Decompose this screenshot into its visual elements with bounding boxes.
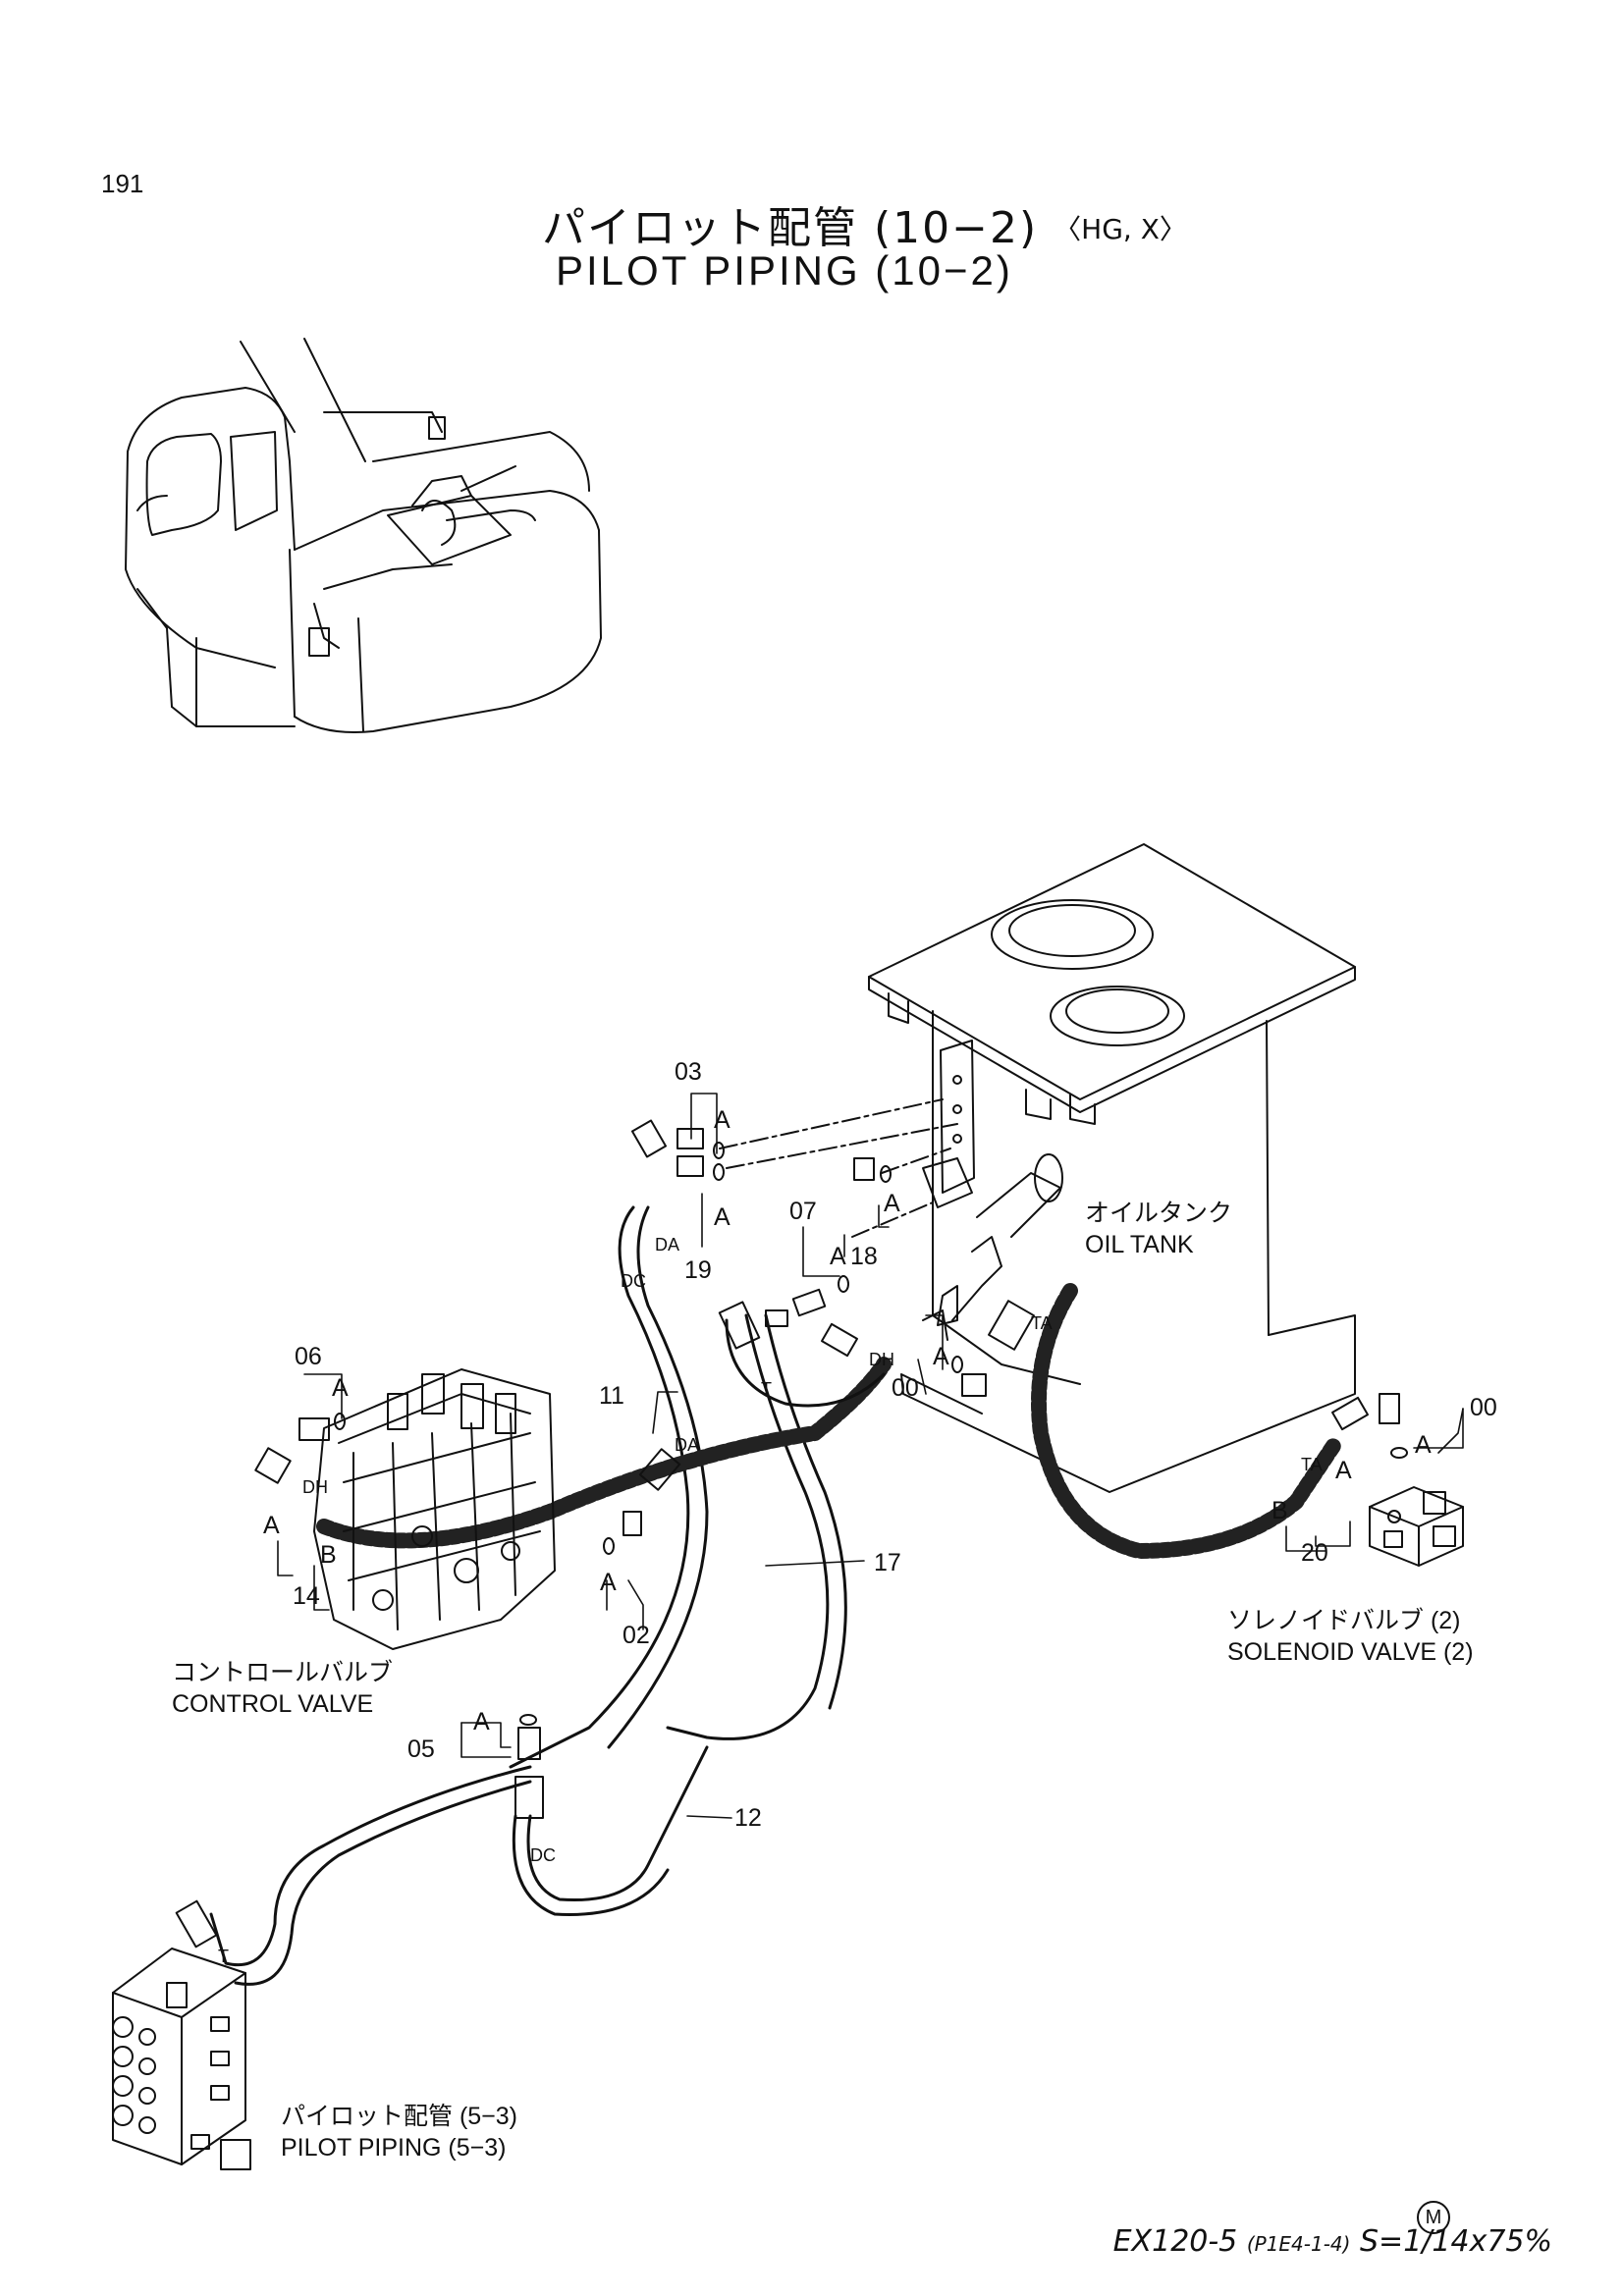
- letter-a: A: [332, 1374, 349, 1402]
- callout-06: 06: [295, 1343, 322, 1370]
- callout-07: 07: [789, 1198, 817, 1225]
- mark-badge: M: [1417, 2201, 1450, 2234]
- title-english: PILOT PIPING (10−2): [556, 247, 1013, 294]
- footer-scale: S=1/14x75%: [1360, 2224, 1552, 2259]
- port-label-dh: DH: [869, 1350, 894, 1369]
- letter-b: B: [1271, 1497, 1288, 1524]
- letter-a: A: [473, 1708, 490, 1735]
- port-label-ta: TA: [1031, 1313, 1053, 1333]
- control-valve-drawing: [313, 1368, 556, 1650]
- title-variant: 〈HG, X〉: [1054, 213, 1187, 245]
- oil-tank-caption: オイルタンク OIL TANK: [1085, 1198, 1232, 1260]
- port-label-da: DA: [675, 1435, 700, 1455]
- letter-a: A: [830, 1243, 846, 1270]
- pilot-piping-jp: パイロット配管 (5−3): [281, 2103, 518, 2130]
- callout-20: 20: [1301, 1539, 1328, 1567]
- callout-05: 05: [407, 1735, 435, 1763]
- pilot-piping-caption: パイロット配管 (5−3) PILOT PIPING (5−3): [281, 2101, 517, 2163]
- solenoid-caption: ソレノイドバルブ (2) SOLENOID VALVE (2): [1227, 1605, 1474, 1668]
- leader-lines: [719, 1098, 958, 1238]
- title-jp-text: パイロット配管 (10−2): [542, 203, 1039, 253]
- control-valve-jp: コントロールバルブ: [172, 1659, 394, 1686]
- solenoid-en: SOLENOID VALVE (2): [1227, 1638, 1474, 1666]
- letter-a: A: [933, 1343, 949, 1370]
- letter-a: A: [600, 1569, 617, 1596]
- port-label-ta: TA: [1301, 1455, 1323, 1474]
- callout-03: 03: [675, 1058, 702, 1086]
- hoses: [209, 1205, 1343, 1986]
- oil-tank-jp: オイルタンク: [1085, 1200, 1233, 1227]
- callout-00: 00: [892, 1374, 919, 1402]
- title-japanese: パイロット配管 (10−2) 〈HG, X〉: [542, 192, 1187, 255]
- callout-11: 11: [599, 1382, 624, 1410]
- port-label-dc: DC: [530, 1845, 556, 1865]
- footer-code: (P1E4-1-4): [1246, 2232, 1351, 2256]
- port-label-dc: DC: [621, 1271, 646, 1291]
- pilot-valve-block: [112, 1948, 251, 2170]
- letter-b: B: [320, 1541, 337, 1569]
- solenoid-jp: ソレノイドバルブ (2): [1227, 1607, 1461, 1634]
- port-label-t: T: [761, 1379, 772, 1399]
- control-valve-caption: コントロールバルブ CONTROL VALVE: [172, 1657, 393, 1720]
- callout-19: 19: [684, 1256, 712, 1284]
- letter-a: A: [263, 1512, 280, 1539]
- port-label-t: T: [218, 1947, 229, 1966]
- letter-a: A: [1415, 1431, 1432, 1459]
- page-number: 191: [101, 169, 144, 198]
- pilot-piping-en: PILOT PIPING (5−3): [281, 2134, 507, 2162]
- footer: EX120-5 (P1E4-1-4) S=1/14x75%: [1113, 2224, 1552, 2259]
- callout-00: 00: [1470, 1394, 1497, 1421]
- letter-a: A: [714, 1203, 730, 1231]
- control-valve-en: CONTROL VALVE: [172, 1690, 374, 1718]
- callout-02: 02: [622, 1622, 650, 1649]
- letter-a: A: [714, 1106, 730, 1134]
- port-label-dh: DH: [302, 1477, 328, 1497]
- letter-a: A: [1335, 1457, 1352, 1484]
- fittings: [175, 1119, 1408, 1949]
- excavator-overview: [125, 338, 602, 733]
- callout-18: 18: [850, 1243, 878, 1270]
- port-label-da: DA: [655, 1235, 680, 1255]
- callout-14: 14: [293, 1582, 320, 1610]
- callout-17: 17: [874, 1549, 901, 1576]
- callout-12: 12: [734, 1804, 762, 1832]
- solenoid-valve-drawing: [1369, 1486, 1464, 1567]
- callout-leaders: [277, 1093, 1464, 1819]
- footer-model: EX120-5: [1112, 2224, 1238, 2259]
- letter-a: A: [884, 1190, 900, 1217]
- oil-tank-en: OIL TANK: [1085, 1231, 1194, 1258]
- oil-tank: [868, 843, 1356, 1493]
